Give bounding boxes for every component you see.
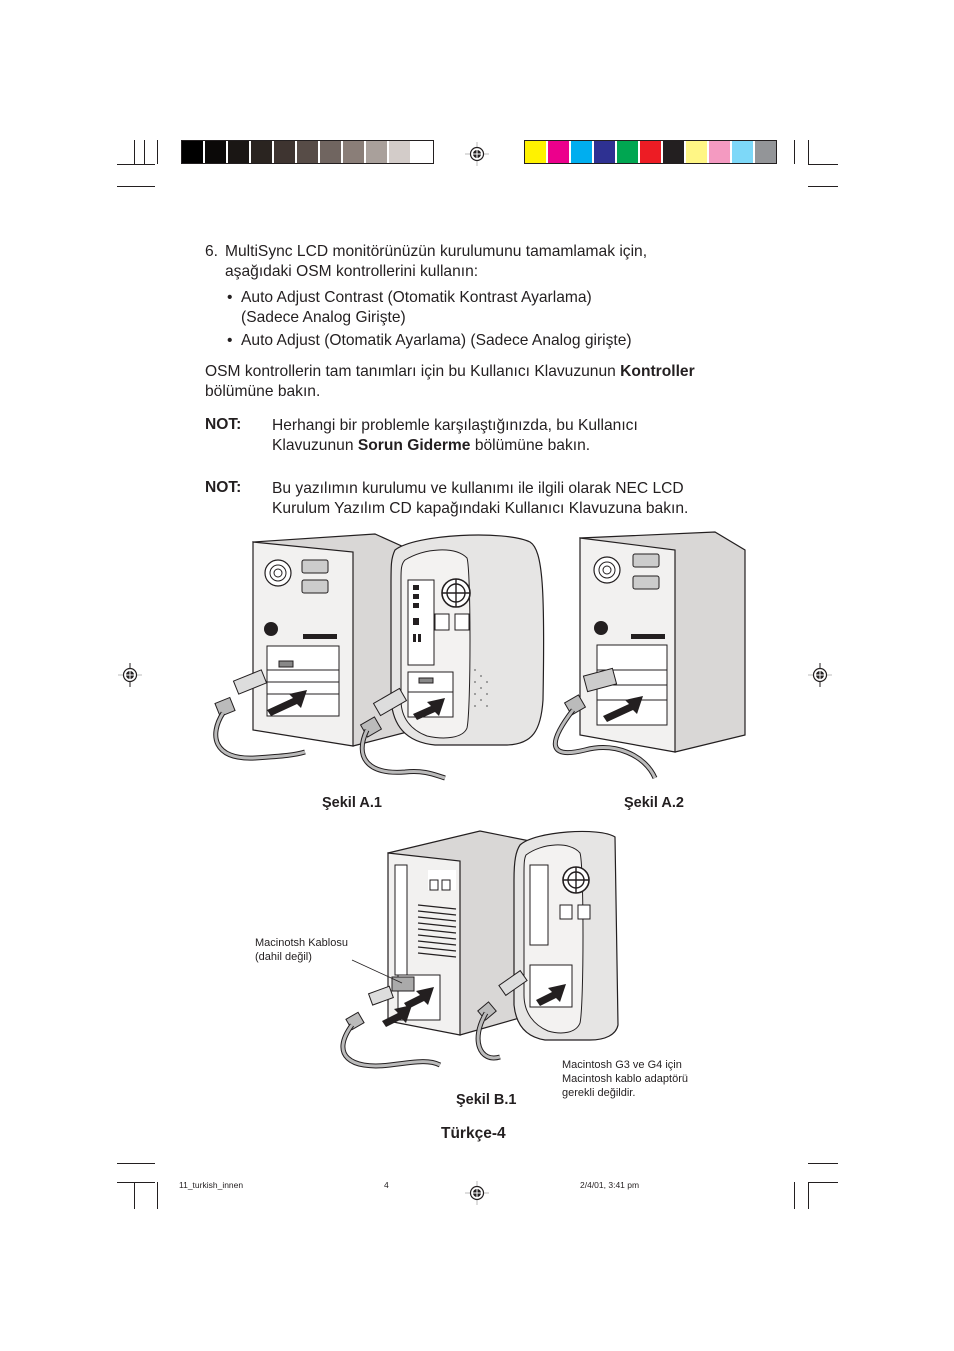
- crop-mark: [134, 140, 135, 164]
- osm-paragraph: OSM kontrollerin tam tanımları için bu K…: [205, 362, 765, 402]
- color-swatch: [228, 141, 249, 163]
- color-swatch: [320, 141, 341, 163]
- g3-g4-note-line: Macintosh G3 ve G4 için: [562, 1059, 682, 1071]
- step-6: 6. MultiSync LCD monitörünüzün kurulumun…: [205, 242, 765, 282]
- figure-a1-illustration: [213, 533, 545, 781]
- color-swatch: [571, 141, 592, 163]
- crop-mark: [157, 140, 158, 164]
- bullet-icon: •: [227, 289, 233, 306]
- grayscale-color-bar: [181, 140, 434, 164]
- color-swatch: [663, 141, 684, 163]
- bullet-icon: •: [227, 332, 233, 349]
- crop-mark: [808, 1182, 838, 1183]
- figure-a2-illustration: [552, 531, 746, 780]
- color-swatch: [343, 141, 364, 163]
- crop-mark: [117, 1182, 155, 1183]
- g3-g4-note: Macintosh G3 ve G4 için Macintosh kablo …: [562, 1058, 688, 1100]
- bullet-item: • Auto Adjust Contrast (Otomatik Kontras…: [227, 288, 787, 328]
- mac-cable-label: Macinotsh Kablosu (dahil değil): [255, 936, 348, 964]
- figure-a2-caption: Şekil A.2: [624, 795, 684, 811]
- crop-mark: [134, 1182, 135, 1209]
- osm-text: bölümüne bakın.: [205, 383, 321, 400]
- color-swatch: [274, 141, 295, 163]
- crop-mark: [157, 1182, 158, 1209]
- registration-mark-icon: [465, 1181, 489, 1205]
- color-swatch: [686, 141, 707, 163]
- note-line: Herhangi bir problemle karşılaştığınızda…: [272, 417, 638, 434]
- registration-mark-icon: [465, 142, 489, 166]
- color-swatch: [182, 141, 203, 163]
- note-line: Bu yazılımın kurulumu ve kullanımı ile i…: [272, 480, 684, 497]
- color-swatch: [297, 141, 318, 163]
- crop-mark: [117, 164, 155, 165]
- figure-b1-caption: Şekil B.1: [456, 1092, 517, 1108]
- bullet-text: Auto Adjust (Otomatik Ayarlama) (Sadece …: [241, 332, 632, 349]
- color-swatch: [709, 141, 730, 163]
- crop-mark: [808, 186, 838, 187]
- color-swatch: [205, 141, 226, 163]
- g3-g4-note-line: Macintosh kablo adaptörü: [562, 1073, 688, 1085]
- step-line: MultiSync LCD monitörünüzün kurulumunu t…: [225, 243, 648, 260]
- note-line: bölümüne bakın.: [470, 437, 591, 454]
- crop-mark: [794, 140, 795, 164]
- crop-mark: [794, 1182, 795, 1209]
- osm-text: OSM kontrollerin tam tanımları için bu K…: [205, 363, 621, 380]
- g3-g4-note-line: gerekli değildir.: [562, 1087, 636, 1099]
- slug-timestamp: 2/4/01, 3:41 pm: [580, 1180, 640, 1190]
- color-swatch: [389, 141, 410, 163]
- color-swatch: [617, 141, 638, 163]
- note-line: Klavuzunun: [272, 437, 358, 454]
- note-bold: Sorun Giderme: [357, 437, 471, 454]
- crop-mark: [144, 140, 145, 164]
- step-number: 6.: [205, 243, 219, 260]
- crop-mark: [117, 186, 155, 187]
- figure-a1-caption: Şekil A.1: [322, 795, 382, 811]
- color-swatch: [251, 141, 272, 163]
- step-line: aşağıdaki OSM kontrollerini kullanın:: [225, 263, 479, 280]
- color-swatch: [640, 141, 661, 163]
- color-swatch: [412, 141, 433, 163]
- crop-mark: [808, 1163, 838, 1164]
- slug-page-number: 4: [384, 1180, 389, 1190]
- note-text: Herhangi bir problemle karşılaştığınızda…: [272, 416, 752, 456]
- color-swatch: [594, 141, 615, 163]
- cmyk-color-bar: [524, 140, 777, 164]
- osm-bold-text: Kontroller: [620, 363, 695, 380]
- bullet-item: • Auto Adjust (Otomatik Ayarlama) (Sadec…: [227, 331, 787, 351]
- crop-mark: [808, 164, 838, 165]
- color-swatch: [548, 141, 569, 163]
- bullet-text: Auto Adjust Contrast (Otomatik Kontrast …: [241, 289, 592, 306]
- note-label: NOT:: [205, 479, 242, 496]
- crop-mark: [117, 1163, 155, 1164]
- registration-mark-icon: [808, 663, 832, 687]
- color-swatch: [755, 141, 776, 163]
- mac-cable-label-line: (dahil değil): [255, 951, 312, 963]
- note-label: NOT:: [205, 416, 242, 433]
- registration-mark-icon: [118, 663, 142, 687]
- color-swatch: [732, 141, 753, 163]
- figure-b1-illustration: [340, 830, 619, 1069]
- note-line: Kurulum Yazılım CD kapağındaki Kullanıcı…: [272, 500, 689, 517]
- crop-mark: [808, 1182, 809, 1209]
- mac-cable-label-line: Macinotsh Kablosu: [255, 937, 348, 949]
- note-text: Bu yazılımın kurulumu ve kullanımı ile i…: [272, 479, 752, 519]
- slug-filename: 11_turkish_innen: [179, 1180, 244, 1190]
- bullet-text: (Sadece Analog Girişte): [241, 309, 406, 326]
- color-swatch: [366, 141, 387, 163]
- crop-mark: [808, 140, 809, 164]
- page-footer: Türkçe-4: [441, 1125, 506, 1142]
- color-swatch: [525, 141, 546, 163]
